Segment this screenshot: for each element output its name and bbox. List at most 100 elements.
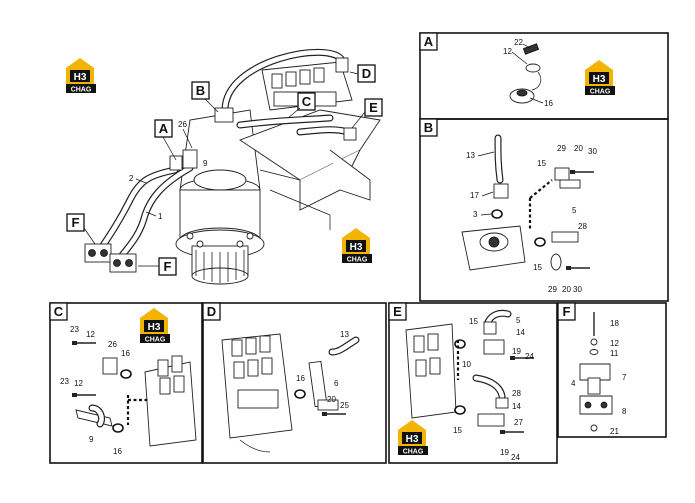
part-number: 13	[340, 330, 349, 339]
svg-text:F: F	[72, 215, 80, 230]
part-number: 28	[512, 389, 521, 398]
panel-c: C 23 12 26 16 23 12 9 16	[49, 302, 203, 464]
svg-text:A: A	[159, 121, 169, 136]
part-number: 12	[74, 379, 83, 388]
part-number: 23	[60, 377, 69, 386]
h3-chag-logo	[398, 420, 428, 456]
svg-text:C: C	[302, 94, 312, 109]
panel-e-parts	[405, 309, 535, 435]
part-number: 19	[500, 448, 509, 457]
part-number: 11	[610, 349, 619, 358]
svg-text:B: B	[424, 120, 433, 135]
svg-text:E: E	[369, 100, 378, 115]
part-number: 12	[503, 47, 512, 56]
part-number: 14	[516, 328, 525, 337]
part-number: 17	[470, 191, 479, 200]
svg-text:D: D	[207, 304, 216, 319]
part-number: 29	[548, 285, 557, 294]
hose-fitting	[169, 155, 183, 171]
svg-text:F: F	[164, 259, 172, 274]
upper-frame	[239, 109, 381, 230]
part-number: 24	[525, 352, 534, 361]
part-number: 15	[537, 159, 546, 168]
part-number: 27	[514, 418, 523, 427]
part-number: 10	[462, 360, 471, 369]
svg-text:A: A	[424, 34, 434, 49]
part-number: 22	[514, 38, 523, 47]
panel-b: B 13 29 20 30 15 17 5 3 28	[419, 118, 669, 302]
callout-c[interactable]: C	[287, 92, 316, 119]
part-number: 16	[121, 349, 130, 358]
panel-d: D 13 16 6 20 25	[202, 302, 387, 464]
split-flanges	[84, 243, 137, 273]
part-number: 4	[571, 379, 576, 388]
part-number: 15	[469, 317, 478, 326]
part-number: 9	[203, 159, 208, 168]
part-number: 30	[573, 285, 582, 294]
part-number: 8	[622, 407, 627, 416]
part-number: 25	[340, 401, 349, 410]
part-number: 29	[557, 144, 566, 153]
panel-b-parts	[461, 134, 595, 271]
part-number: 12	[610, 339, 619, 348]
part-number: 2	[129, 174, 134, 183]
panel-f: F 18 12 11 4 7 8 21	[557, 302, 667, 438]
callout-a[interactable]: A	[154, 119, 177, 161]
part-number: 26	[178, 120, 187, 129]
part-number: 13	[466, 151, 475, 160]
part-number: 20	[574, 144, 583, 153]
main-assembly-view: A B C D E F F	[66, 48, 383, 285]
panel-a-parts	[509, 43, 542, 104]
h3-chag-logo	[140, 308, 170, 344]
part-number: 16	[296, 374, 305, 383]
panel-c-parts	[71, 340, 197, 447]
panel-f-parts	[579, 312, 613, 432]
part-number: 7	[622, 373, 627, 382]
callout-e[interactable]: E	[351, 98, 383, 129]
part-number: 1	[158, 212, 163, 221]
part-number: 16	[113, 447, 122, 456]
part-number: 9	[89, 435, 94, 444]
hose-fitting	[214, 107, 234, 123]
svg-text:F: F	[563, 304, 571, 319]
part-number: 16	[544, 99, 553, 108]
swing-motor	[175, 109, 265, 285]
h3-chag-logo	[585, 60, 615, 96]
part-number: 28	[578, 222, 587, 231]
part-number: 21	[610, 427, 619, 436]
part-number: 24	[511, 453, 520, 462]
h3-chag-logo	[66, 58, 96, 94]
part-number: 5	[516, 316, 521, 325]
callout-b[interactable]: B	[191, 81, 219, 113]
svg-text:D: D	[362, 66, 371, 81]
hose-fitting	[335, 57, 349, 73]
part-number: 23	[70, 325, 79, 334]
part-number: 3	[473, 210, 478, 219]
part-number: 5	[572, 206, 577, 215]
callout-d[interactable]: D	[349, 64, 376, 83]
panel-a: A 22 12 16	[419, 32, 669, 120]
svg-text:C: C	[54, 304, 64, 319]
svg-text:E: E	[393, 304, 402, 319]
control-valve	[261, 61, 353, 111]
part-number: 26	[108, 340, 117, 349]
callout-f-upper[interactable]: F	[66, 213, 96, 245]
part-number: 15	[533, 263, 542, 272]
hose-fitting	[343, 127, 357, 141]
callout-f-lower[interactable]: F	[138, 257, 177, 276]
h3-chag-logo	[342, 228, 372, 264]
panel-e: E 15 5 14 10 19 24 28 14 15	[388, 302, 558, 464]
part-number: 19	[512, 347, 521, 356]
panel-d-parts	[221, 333, 360, 453]
hose-fitting	[182, 149, 198, 169]
svg-text:B: B	[196, 83, 205, 98]
part-number: 14	[512, 402, 521, 411]
part-number: 20	[327, 395, 336, 404]
part-number: 6	[334, 379, 339, 388]
part-number: 20	[562, 285, 571, 294]
part-number: 12	[86, 330, 95, 339]
part-number: 30	[588, 147, 597, 156]
part-number: 15	[453, 426, 462, 435]
part-number: 18	[610, 319, 619, 328]
